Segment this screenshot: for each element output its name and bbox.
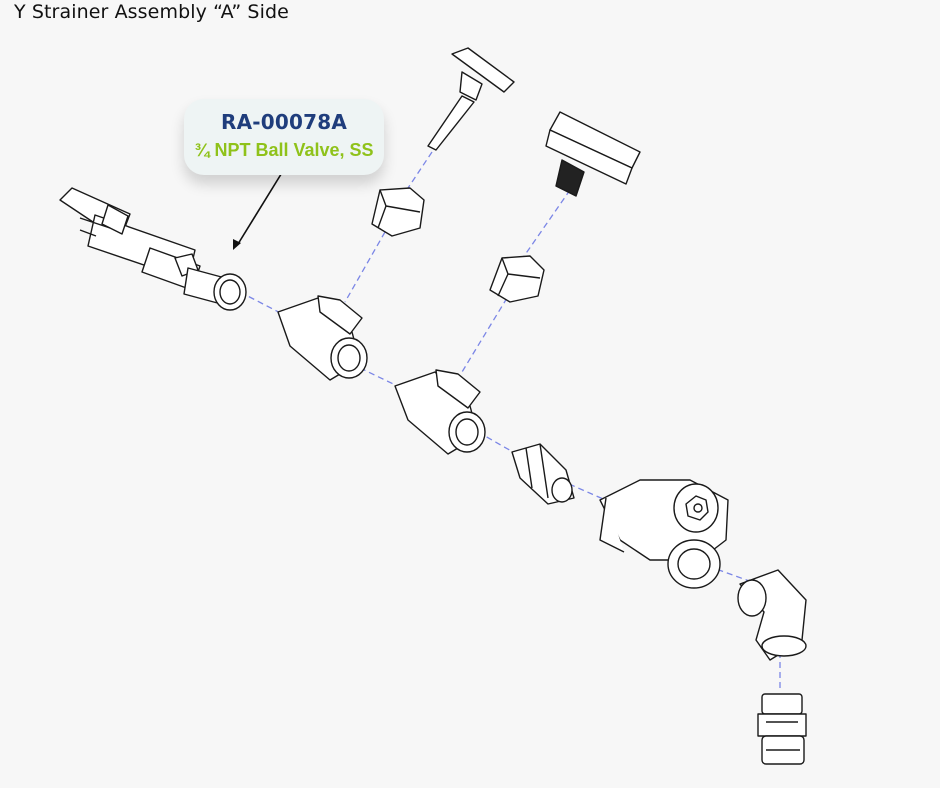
pressure-gauge-part bbox=[545, 111, 641, 197]
elbow-fitting-part bbox=[737, 569, 807, 661]
hex-bushing-2 bbox=[489, 255, 545, 303]
part-description-label: ¾ NPT Ball Valve, SS bbox=[194, 140, 374, 160]
centerlines bbox=[239, 151, 781, 690]
tee-fitting-1 bbox=[277, 295, 368, 381]
part-number-label: RA-00078A bbox=[220, 110, 348, 134]
page-title: Y Strainer Assembly “A” Side bbox=[14, 1, 289, 23]
adapter-fitting-part bbox=[757, 693, 807, 765]
temperature-gauge-part bbox=[427, 47, 515, 151]
hex-nipple-part bbox=[511, 443, 575, 505]
callout-leader-arrow bbox=[233, 167, 287, 250]
hex-bushing-1 bbox=[371, 187, 425, 237]
part-callout: RA-00078A ¾ NPT Ball Valve, SS bbox=[184, 99, 384, 175]
y-strainer-part bbox=[599, 479, 729, 589]
tee-fitting-2 bbox=[394, 369, 486, 455]
ball-valve-part bbox=[59, 187, 247, 311]
